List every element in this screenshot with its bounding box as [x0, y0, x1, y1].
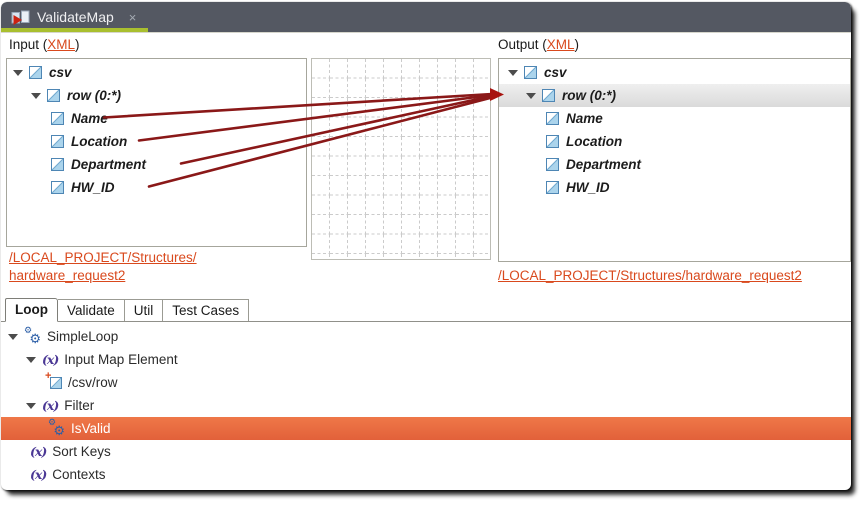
- tab-test-cases[interactable]: Test Cases: [163, 299, 250, 321]
- input-node-csv[interactable]: csv: [7, 61, 306, 84]
- element-icon: [546, 181, 559, 194]
- close-icon[interactable]: ×: [128, 9, 137, 25]
- expander-icon[interactable]: [13, 69, 23, 76]
- gear-icon: ⚙⚙: [24, 324, 41, 346]
- element-icon: [51, 112, 64, 125]
- tree-row-csv-row[interactable]: + /csv/row: [45, 369, 118, 391]
- function-icon: (x): [30, 444, 47, 459]
- tab-validate[interactable]: Validate: [58, 299, 125, 321]
- element-icon: [542, 89, 555, 102]
- input-node-row[interactable]: row (0:*): [7, 84, 306, 107]
- element-add-icon: +: [45, 370, 62, 389]
- element-icon: [47, 89, 60, 102]
- input-structure-link[interactable]: /LOCAL_PROJECT/Structures/ hardware_requ…: [9, 250, 197, 283]
- input-node-department[interactable]: Department: [7, 153, 306, 176]
- expander-icon[interactable]: [26, 402, 36, 409]
- output-node-department[interactable]: Department: [499, 153, 850, 176]
- function-icon: (x): [42, 398, 59, 413]
- input-tree-panel: csv row (0:*) Name Location Department H…: [6, 58, 307, 247]
- output-header: Output (XML): [498, 37, 580, 52]
- output-tree-panel: csv row (0:*) Name Location Department H…: [498, 58, 851, 262]
- element-icon: [546, 135, 559, 148]
- output-xml-link[interactable]: XML: [546, 37, 575, 52]
- tab-title: ValidateMap: [37, 9, 114, 25]
- output-node-csv[interactable]: csv: [499, 61, 850, 84]
- output-node-name[interactable]: Name: [499, 107, 850, 130]
- input-header: Input (XML): [9, 37, 80, 52]
- input-tree: csv row (0:*) Name Location Department H…: [7, 59, 306, 199]
- element-icon: [51, 181, 64, 194]
- output-node-row[interactable]: row (0:*): [499, 84, 850, 107]
- element-icon: [546, 112, 559, 125]
- mapper-area: Input (XML) Output (XML) csv row (0:*) N…: [1, 33, 851, 296]
- output-node-location[interactable]: Location: [499, 130, 850, 153]
- bottom-tab-strip: Loop Validate Util Test Cases: [1, 296, 851, 322]
- tab-validatemap[interactable]: ValidateMap ×: [1, 2, 148, 32]
- input-node-hwid[interactable]: HW_ID: [7, 176, 306, 199]
- tree-row-filter[interactable]: (x) Filter: [1, 394, 851, 417]
- element-icon: [51, 135, 64, 148]
- element-icon: [51, 158, 64, 171]
- output-node-hwid[interactable]: HW_ID: [499, 176, 850, 199]
- expander-icon[interactable]: [26, 356, 36, 363]
- element-icon: [524, 66, 537, 79]
- tree-row-isvalid[interactable]: ⚙⚙ IsValid: [1, 417, 851, 440]
- function-icon: (x): [42, 352, 59, 367]
- input-node-name[interactable]: Name: [7, 107, 306, 130]
- tab-util[interactable]: Util: [124, 299, 164, 321]
- tab-loop[interactable]: Loop: [5, 298, 58, 322]
- input-node-location[interactable]: Location: [7, 130, 306, 153]
- element-icon: [546, 158, 559, 171]
- mapping-grid: [312, 59, 490, 259]
- output-structure-link[interactable]: /LOCAL_PROJECT/Structures/hardware_reque…: [498, 268, 802, 283]
- tree-row-simpleloop[interactable]: ⚙⚙ SimpleLoop: [1, 325, 851, 348]
- expander-icon[interactable]: [31, 92, 41, 99]
- map-document-icon: [11, 10, 30, 25]
- expander-icon[interactable]: [526, 92, 536, 99]
- validate-map-window: ValidateMap × Input (XML) Output (XML) c…: [1, 2, 851, 490]
- expander-icon[interactable]: [8, 333, 18, 340]
- gear-icon: ⚙⚙: [48, 416, 65, 438]
- tree-row-sort-keys[interactable]: (x) Sort Keys: [30, 444, 111, 459]
- function-icon: (x): [30, 467, 47, 482]
- input-xml-link[interactable]: XML: [47, 37, 76, 52]
- mapping-canvas[interactable]: [311, 58, 491, 260]
- tree-row-contexts[interactable]: (x) Contexts: [30, 467, 106, 482]
- tree-row-input-map-element[interactable]: (x) Input Map Element: [1, 348, 851, 371]
- element-icon: [29, 66, 42, 79]
- expander-icon[interactable]: [508, 69, 518, 76]
- output-tree: csv row (0:*) Name Location Department H…: [499, 59, 850, 199]
- editor-tab-bar: ValidateMap ×: [1, 2, 851, 33]
- loop-tree: ⚙⚙ SimpleLoop (x) Input Map Element + /c…: [1, 322, 851, 486]
